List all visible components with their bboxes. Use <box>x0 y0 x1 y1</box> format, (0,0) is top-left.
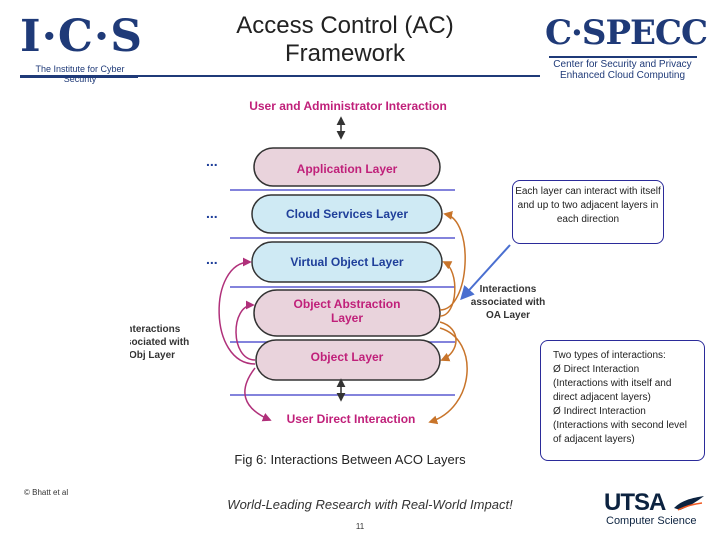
note2-indirect-item: Ø Indirect Interaction <box>553 405 698 419</box>
utsa-logo-subtitle: Computer Science <box>606 515 697 527</box>
note-layer-interaction: Each layer can interact with itself and … <box>512 180 664 244</box>
left-label-line-2: associated with <box>130 337 189 348</box>
cspecc-logo-rule <box>549 56 697 58</box>
note2-intro: Two types of interactions: <box>553 350 666 361</box>
oa-to-obj-arrow <box>439 321 457 362</box>
ellipsis: ... <box>206 153 218 169</box>
layer-label-line-2: Layer <box>331 311 363 325</box>
note2-indirect-desc: (Interactions with second level of adjac… <box>553 420 687 445</box>
right-label-line-1: Interactions <box>480 284 537 295</box>
oa-to-cloud-arrow <box>439 211 466 311</box>
right-label-line-2: associated with <box>471 297 545 308</box>
layer-cloud-services: Cloud Services Layer <box>251 194 443 234</box>
cspecc-tagline-2: Enhanced Cloud Computing <box>559 70 686 81</box>
obj-to-vo-arrow <box>218 257 256 365</box>
cspecc-logo-name: C·SPECC <box>545 13 708 53</box>
footer-tagline: World-Leading Research with Real-World I… <box>227 497 513 512</box>
ellipsis: ... <box>206 205 218 221</box>
obj-layer-interaction-arrows <box>218 257 272 422</box>
layer-label: Application Layer <box>297 162 398 176</box>
ics-logo: I·C·S The Institute for Cyber Security <box>20 11 144 84</box>
layer-label: Object Layer <box>311 350 384 364</box>
figure-caption: Fig 6: Interactions Between ACO Layers <box>234 452 466 467</box>
title-line-2: Framework <box>284 40 405 67</box>
note2-direct: Direct Interaction <box>563 364 640 375</box>
ics-tagline: The Institute for Cyber Security <box>35 64 125 84</box>
layer-pill <box>251 241 443 283</box>
oa-layer-interaction-arrows <box>428 211 468 425</box>
layer-pill <box>251 194 443 234</box>
ellipsis: ... <box>206 251 218 267</box>
ics-logo-letters: I·C·S <box>20 11 144 62</box>
obj-to-user-arrow <box>244 367 272 422</box>
left-label-line-3: Obj Layer <box>130 350 175 361</box>
bullet-icon: Ø <box>553 406 561 417</box>
bottom-label: User Direct Interaction <box>287 412 416 426</box>
copyright: © Bhatt et al <box>24 488 69 497</box>
layer-pill <box>253 147 441 187</box>
utsa-logo: UTSA Computer Science <box>604 490 714 530</box>
layer-pill <box>253 289 441 337</box>
cspecc-tagline-1: Center for Security and Privacy <box>553 59 692 70</box>
ics-logo-rule <box>20 76 138 78</box>
note2-direct-desc: (Interactions with itself and direct adj… <box>553 378 672 403</box>
oa-to-vo-arrow <box>439 261 456 317</box>
title-line-1: Access Control (AC) <box>236 12 454 39</box>
layer-label: Virtual Object Layer <box>290 255 403 269</box>
obj-to-oa-arrow <box>235 300 256 361</box>
layer-label: Cloud Services Layer <box>286 207 408 221</box>
top-label: User and Administrator Interaction <box>249 99 447 113</box>
page-number: 11 <box>355 522 365 531</box>
slide-title: Access Control (AC) Framework <box>190 12 500 68</box>
layer-object-abstraction: Object Abstraction Layer <box>253 289 441 337</box>
layer-pill <box>255 339 441 381</box>
note2-indirect: Indirect Interaction <box>563 406 646 417</box>
header-divider <box>20 75 540 77</box>
note-pointer-arrow <box>460 244 511 301</box>
layer-label-line-1: Object Abstraction <box>294 297 401 311</box>
layer-virtual-object: Virtual Object Layer <box>251 241 443 283</box>
aco-layers-diagram: User and Administrator Interaction Appli… <box>130 99 545 426</box>
layer-object: Object Layer <box>255 339 441 381</box>
right-label-line-3: OA Layer <box>486 310 530 321</box>
bullet-icon: Ø <box>553 364 561 375</box>
layer-application: Application Layer <box>253 147 441 187</box>
note2-direct-item: Ø Direct Interaction <box>553 363 698 377</box>
note-interaction-types: Two types of interactions: Ø Direct Inte… <box>540 340 705 461</box>
left-label-line-1: Interactions <box>130 324 181 335</box>
cspecc-logo: C·SPECC Center for Security and Privacy … <box>545 12 708 81</box>
oa-to-user-arrow <box>428 327 468 425</box>
utsa-logo-name: UTSA <box>604 489 666 516</box>
roadrunner-icon <box>674 496 704 511</box>
